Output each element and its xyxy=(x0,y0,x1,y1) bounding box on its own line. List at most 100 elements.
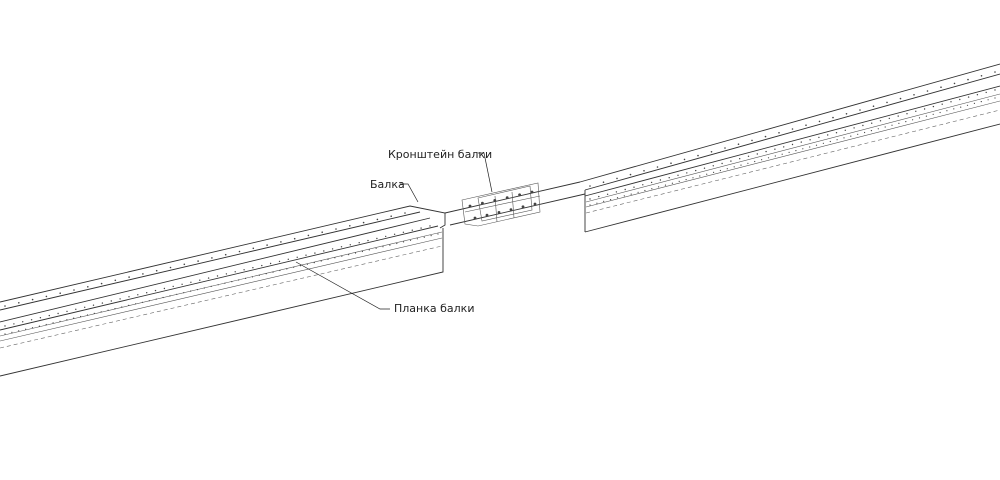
bolt-hole xyxy=(670,162,672,164)
bolt-hole xyxy=(190,290,192,292)
bolt-hole xyxy=(18,302,20,304)
bolt-hole xyxy=(765,150,767,153)
bolt-hole xyxy=(57,312,59,315)
bolt-hole xyxy=(872,105,875,107)
bolt-hole xyxy=(805,124,807,126)
bolt-hole xyxy=(884,126,886,128)
bolt-hole xyxy=(382,246,384,248)
bolt-hole xyxy=(73,289,75,291)
bolt-hole xyxy=(340,246,343,248)
bolt-hole xyxy=(678,180,680,182)
plate-label: Планка балки xyxy=(394,302,474,315)
bolt-hole xyxy=(389,244,391,246)
bolt-hole xyxy=(643,170,645,172)
bolt-hole xyxy=(713,171,715,173)
beam-leader xyxy=(400,183,419,203)
bolt-hole xyxy=(92,304,95,306)
bolt-hole xyxy=(59,292,61,295)
bolt-hole xyxy=(362,221,365,224)
bolt-hole xyxy=(375,247,377,249)
bolt-hole xyxy=(416,238,418,240)
bolt-hole xyxy=(629,173,632,176)
bolt-hole xyxy=(926,90,929,92)
plate-leader xyxy=(295,261,390,310)
bolt-hole xyxy=(518,193,521,197)
bolt-hole xyxy=(751,139,753,142)
bolt-hole xyxy=(651,188,653,190)
beam-label: Балка xyxy=(370,178,405,191)
bolt-hole xyxy=(853,127,855,129)
bolt-hole xyxy=(272,271,274,273)
bolt-hole xyxy=(683,158,686,161)
bolt-hole xyxy=(73,317,75,319)
bolt-hole xyxy=(30,319,33,321)
bolt-hole xyxy=(154,289,157,292)
bolt-hole xyxy=(589,198,591,200)
bolt-hole xyxy=(939,111,941,114)
bolt-hole xyxy=(100,282,103,285)
bolt-hole xyxy=(80,315,82,318)
bolt-hole xyxy=(409,239,412,241)
bolt-hole xyxy=(767,157,770,159)
bolt-hole xyxy=(75,308,77,310)
bolt-hole xyxy=(615,191,618,193)
bolt-hole xyxy=(86,314,89,316)
bolt-hole xyxy=(306,263,308,265)
bolt-hole xyxy=(859,109,861,111)
bolt-hole xyxy=(658,186,660,188)
bolt-hole xyxy=(137,294,139,296)
bolt-hole xyxy=(84,306,86,308)
bolt-hole xyxy=(809,139,811,141)
bolt-hole xyxy=(915,110,917,113)
bolt-hole xyxy=(128,276,130,278)
bolt-hole xyxy=(38,325,41,327)
bolt-hole xyxy=(361,250,363,253)
bolt-hole xyxy=(66,310,68,313)
bolt-hole xyxy=(721,162,723,165)
bolt-hole xyxy=(146,292,148,294)
bolt-hole xyxy=(739,158,741,160)
bolt-hole xyxy=(844,129,846,131)
bolt-hole xyxy=(623,195,625,197)
bolt-hole xyxy=(110,300,113,302)
bolt-hole xyxy=(135,303,137,305)
bolt-hole xyxy=(305,254,307,256)
bolt-hole xyxy=(252,267,254,269)
bolt-hole xyxy=(976,94,979,96)
bolt-hole xyxy=(321,231,324,233)
bolt-hole xyxy=(169,266,172,269)
bolt-hole xyxy=(331,248,334,250)
bolt-hole xyxy=(530,190,534,194)
bolt-hole xyxy=(320,260,322,262)
bolt-hole xyxy=(879,120,882,122)
bolt-hole xyxy=(107,309,109,311)
bolt-hole xyxy=(210,285,212,287)
bolt-hole xyxy=(334,257,336,259)
bolt-hole xyxy=(411,229,413,231)
bolt-hole xyxy=(163,287,166,290)
bolt-hole xyxy=(48,314,50,317)
bolt-hole xyxy=(719,169,722,172)
bolt-hole xyxy=(31,298,34,301)
bolt-hole xyxy=(87,286,89,288)
bolt-hole xyxy=(747,162,749,164)
bolt-hole xyxy=(953,108,955,110)
bolt-hole xyxy=(912,119,914,121)
beam-bracket xyxy=(444,181,586,227)
bolt-hole xyxy=(877,128,879,130)
bolt-hole xyxy=(225,273,228,275)
bolt-hole xyxy=(25,328,27,330)
bolt-hole xyxy=(437,233,439,235)
bolt-hole xyxy=(827,134,829,136)
bolt-hole xyxy=(238,250,241,253)
bolt-hole xyxy=(430,235,432,237)
bracket-leader xyxy=(478,152,493,193)
bolt-hole xyxy=(589,185,591,187)
bolt-hole xyxy=(664,184,667,186)
bolt-hole xyxy=(45,295,48,298)
bolt-hole xyxy=(994,71,996,73)
bolt-hole xyxy=(481,201,484,205)
bolt-hole xyxy=(642,184,644,186)
bolt-hole xyxy=(802,148,804,150)
bolt-hole xyxy=(783,146,785,148)
